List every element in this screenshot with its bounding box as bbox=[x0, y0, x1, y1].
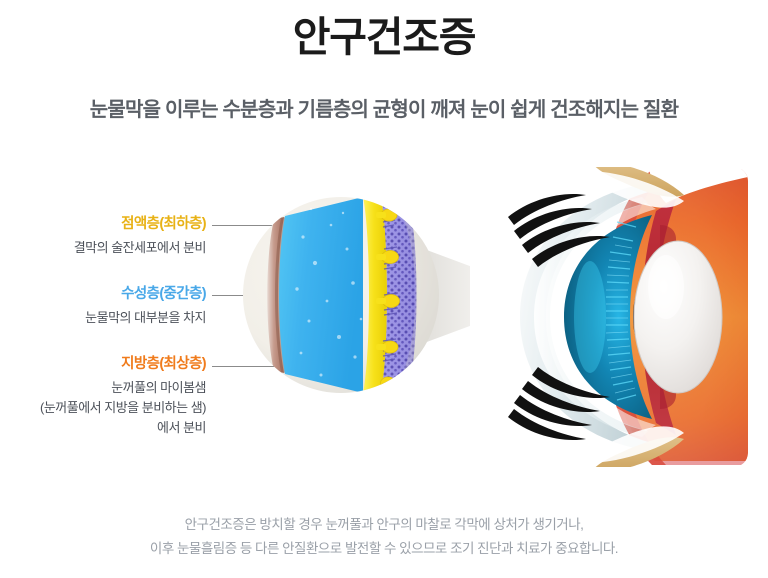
page-caption: 안구건조증은 방치할 경우 눈꺼풀과 안구의 마찰로 각막에 상처가 생기거나,… bbox=[0, 513, 768, 560]
layer-label-aqueous: 수성층(중간층) 눈물막의 대부분을 차지 bbox=[0, 284, 212, 328]
page-caption-line-1: 안구건조증은 방치할 경우 눈꺼풀과 안구의 마찰로 각막에 상처가 생기거나, bbox=[184, 517, 584, 532]
layer-label-aqueous-heading: 수성층(중간층) bbox=[121, 286, 207, 302]
layer-label-lipid-body-line-1: 눈꺼풀의 마이봄샘 bbox=[111, 380, 206, 396]
leader-line-lipid bbox=[212, 366, 322, 367]
layer-label-lipid-body: 눈꺼풀의 마이봄샘 (눈꺼풀에서 지방을 분비하는 샘) 에서 분비 bbox=[0, 378, 212, 438]
layer-label-mucin-body: 결막의 술잔세포에서 분비 bbox=[0, 238, 212, 258]
layer-label-mucin-heading: 점액층(최하층) bbox=[121, 216, 207, 232]
page-subtitle: 눈물막을 이루는 수분층과 기름층의 균형이 깨져 눈이 쉽게 건조해지는 질환 bbox=[89, 99, 679, 121]
layer-label-lipid-heading: 지방층(최상층) bbox=[121, 356, 207, 372]
layer-label-mucin: 점액층(최하층) 결막의 술잔세포에서 분비 bbox=[0, 214, 212, 258]
magnification-cone bbox=[408, 243, 526, 349]
page-caption-line-2: 이후 눈물흘림증 등 다른 안질환으로 발전할 수 있으므로 조기 진단과 치료… bbox=[149, 540, 619, 556]
layer-label-lipid: 지방층(최상층) 눈꺼풀의 마이봄샘 (눈꺼풀에서 지방을 분비하는 샘) 에서… bbox=[0, 354, 212, 438]
layer-label-aqueous-body: 눈물막의 대부분을 차지 bbox=[0, 308, 212, 328]
tear-film-cross-section bbox=[243, 197, 439, 393]
layer-label-lipid-body-line-3: 에서 분비 bbox=[157, 420, 206, 436]
layer-label-mucin-body-line-1: 결막의 술잔세포에서 분비 bbox=[73, 240, 207, 256]
leader-line-mucin bbox=[212, 225, 322, 226]
layer-label-lipid-body-line-2: (눈꺼풀에서 지방을 분비하는 샘) bbox=[40, 400, 206, 416]
eye-cross-section-illustration bbox=[470, 167, 748, 467]
page-title: 안구건조증 bbox=[292, 14, 477, 60]
layer-label-aqueous-body-line-1: 눈물막의 대부분을 차지 bbox=[85, 310, 206, 326]
